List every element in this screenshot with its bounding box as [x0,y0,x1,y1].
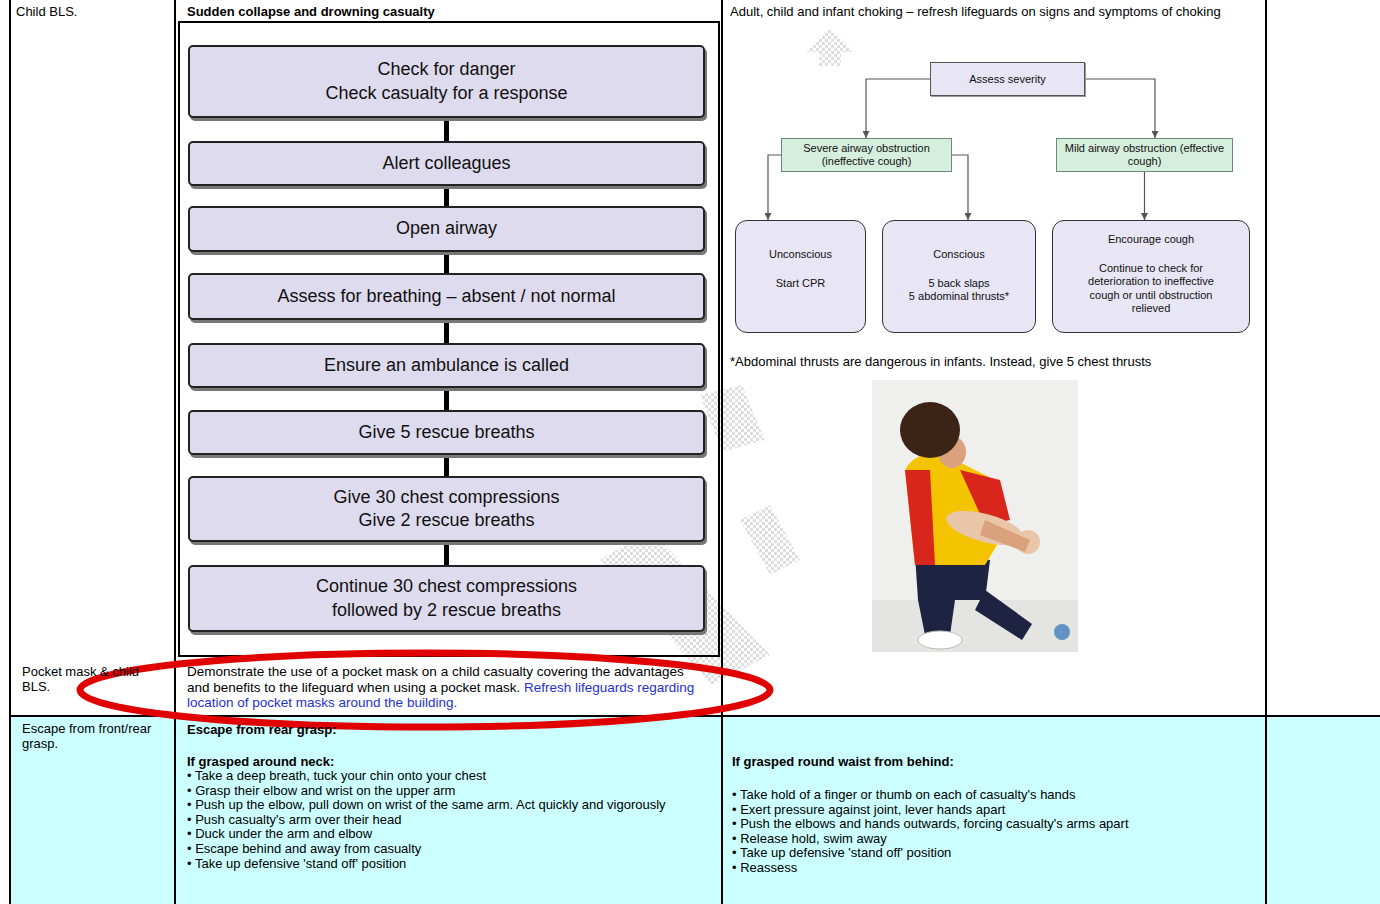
heading-group: Sudden collapse and drowning casualty [187,4,707,19]
row-label: Pocket mask & child BLS. [22,664,170,694]
box-body-text: 5 back slaps [928,277,989,290]
bullet-item: • Take up defensive 'stand off' position [732,846,1252,861]
box-text: Encourage cough [1108,233,1194,246]
box-body-text: Check casualty for a response [325,82,567,105]
bullet-item: • Reassess [732,861,1252,876]
process-box: Check for dangerCheck casualty for a res… [188,45,705,118]
process-box: Give 30 chest compressionsGive 2 rescue … [188,476,705,542]
bullet-item: • Duck under the arm and elbow [187,827,682,842]
bullet-item: • Take up defensive 'stand off' position [187,857,682,872]
outcome-box: UnconsciousStart CPR [735,220,866,333]
flow-connector [444,252,449,273]
elbow-arrow [768,155,781,220]
box-text: Unconscious [769,248,832,261]
heading-group: Adult, child and infant choking – refres… [730,4,1255,19]
flow-connector [444,320,449,343]
box-text: Give 30 chest compressions [333,486,559,509]
box-text: Give 5 rescue breaths [358,421,534,444]
section-heading: Escape from rear grasp: [187,722,707,737]
process-box: Give 5 rescue breaths [188,410,705,455]
row-label: Child BLS. [16,4,166,19]
row-label-group: Child BLS. [16,4,166,19]
box-text: Mild airway obstruction (effective cough… [1061,142,1228,167]
photo [872,380,1078,652]
process-box: Alert colleagues [188,141,705,186]
process-box: Assess for breathing – absent / not norm… [188,273,705,320]
bullet-item: • Take a deep breath, tuck your chin ont… [187,769,682,784]
instruction-paragraph: Demonstrate the use of a pocket mask on … [187,664,709,711]
footnote-group: *Abdominal thrusts are dangerous in infa… [730,354,1265,369]
table-lines [10,0,1380,904]
flow-connector [444,118,449,141]
flow-connector [444,455,449,476]
bullet-item: • Exert pressure against joint, lever ha… [732,803,1252,818]
flowchart-frame [179,22,719,656]
section-heading: Adult, child and infant choking – refres… [730,4,1255,19]
box-text: Assess severity [969,73,1045,86]
bullet-item: • Push up the elbow, pull down on wrist … [187,798,682,813]
flow-connector [444,388,449,410]
process-box: Continue 30 chest compressions followed … [188,565,705,632]
box-body-text: Continue to check for deterioration to i… [1076,262,1226,315]
box-text: Check for danger [377,58,515,81]
box-text: Severe airway obstruction (ineffective c… [786,142,947,167]
footnote: *Abdominal thrusts are dangerous in infa… [730,354,1265,369]
row-label-group: Pocket mask & child BLS. [22,664,170,694]
row-label: Escape from front/rear grasp. [22,721,172,751]
heading-group: Escape from rear grasp: [187,722,707,737]
severity-box: Severe airway obstruction (ineffective c… [781,138,952,172]
box-text: Alert colleagues [382,152,510,175]
box-body-text: 5 abdominal thrusts* [909,290,1009,303]
outcome-box: Conscious 5 back slaps5 abdominal thrusts… [882,220,1036,333]
highlight-ellipse [80,653,770,727]
bullet-item: • Push casualty's arm over their head [187,813,682,828]
process-box: Ensure an ambulance is called [188,343,705,388]
process-box: Open airway [188,206,705,252]
elbow-arrow [1085,79,1155,138]
bullet-item: • Release hold, swim away [732,832,1252,847]
bullet-item: • Push the elbows and hands outwards, fo… [732,817,1252,832]
box-text: Assess for breathing – absent / not norm… [277,285,615,308]
elbow-arrow [866,79,930,138]
flow-connector [444,542,449,565]
outcome-box: Encourage coughContinue to check for det… [1052,220,1250,333]
flow-connector [444,186,449,206]
bullet-item: • Escape behind and away from casualty [187,842,682,857]
assess-box: Assess severity [930,62,1085,96]
box-text: Conscious [933,248,984,261]
bullet-list: • Take hold of a finger or thumb on each… [732,788,1252,876]
box-body-text: Give 2 rescue breaths [358,509,534,532]
bullet-item: • Grasp their elbow and wrist on the upp… [187,784,682,799]
box-text: Continue 30 chest compressions followed … [302,575,592,622]
box-text: Ensure an ambulance is called [324,354,569,377]
bullet-item: • Take hold of a finger or thumb on each… [732,788,1252,803]
box-body-text: Start CPR [776,277,826,290]
sub-heading: If grasped round waist from behind: [732,754,1252,769]
box-text: Open airway [396,217,497,240]
heading-group: If grasped round waist from behind: [732,754,1252,769]
section-heading: Sudden collapse and drowning casualty [187,4,707,19]
table-row-fill [11,717,1380,904]
sub-heading: If grasped around neck: [187,754,707,769]
flow-connector [1144,172,1145,220]
heading-group: If grasped around neck: [187,754,707,769]
bullet-list: • Take a deep breath, tuck your chin ont… [187,769,682,871]
severity-box: Mild airway obstruction (effective cough… [1056,138,1233,172]
row-label-group: Escape from front/rear grasp. [22,721,172,751]
elbow-arrow [952,155,968,220]
